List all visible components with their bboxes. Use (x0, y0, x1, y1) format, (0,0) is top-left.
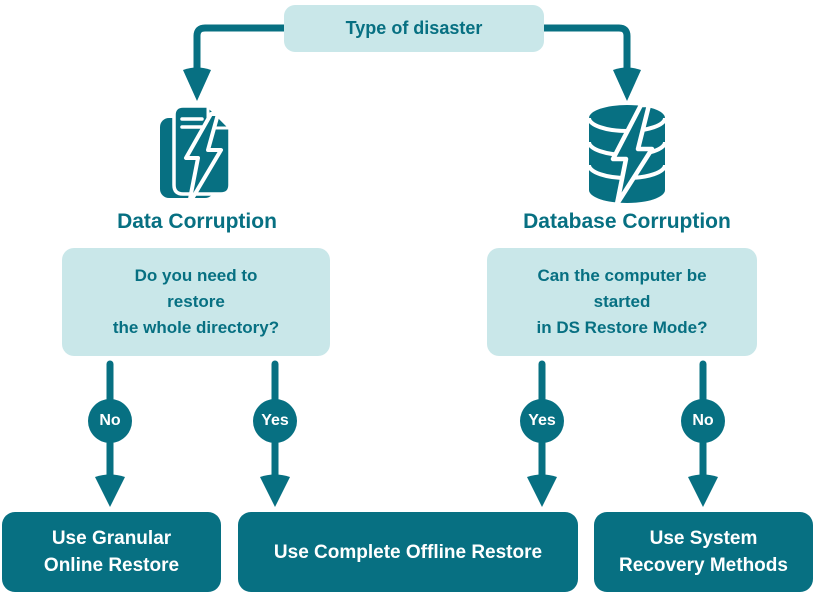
answer-label: No (99, 412, 121, 429)
arrowhead-result-3 (688, 474, 718, 507)
question-line: restore (167, 292, 225, 311)
answer-circle-yes-right: Yes (520, 399, 564, 443)
result-box-system-recovery-methods: Use System Recovery Methods (594, 512, 813, 592)
connector-top-left (193, 24, 284, 72)
arrowhead-result-2a (260, 474, 290, 507)
answer-label: Yes (528, 412, 556, 429)
type-of-disaster-label: Type of disaster (345, 18, 483, 38)
branch-label-database-corruption: Database Corruption (523, 210, 731, 233)
result-box-complete-offline-restore: Use Complete Offline Restore (238, 512, 578, 592)
result-line: Recovery Methods (619, 555, 788, 576)
question-box-database-corruption: Can the computer be started in DS Restor… (487, 248, 757, 356)
type-of-disaster-box: Type of disaster (284, 5, 544, 52)
question-line: Do you need to (134, 266, 258, 285)
branch-label-data-corruption: Data Corruption (117, 210, 277, 233)
result-line: Use Complete Offline Restore (273, 541, 543, 563)
question-box-data-corruption: Do you need to restore the whole directo… (62, 248, 330, 356)
document-lightning-icon (158, 102, 238, 213)
result-box-granular-online-restore: Use Granular Online Restore (2, 512, 221, 592)
question-line: in DS Restore Mode? (536, 318, 708, 337)
database-lightning-icon (586, 101, 668, 212)
answer-label: No (692, 412, 714, 429)
result-line: Online Restore (43, 555, 180, 576)
answer-circle-no-left: No (88, 399, 132, 443)
question-line: Can the computer be (537, 266, 707, 285)
answer-label: Yes (261, 412, 289, 429)
arrowhead-left-icon (183, 67, 211, 101)
arrowhead-result-2b (527, 474, 557, 507)
question-line: the whole directory? (112, 318, 280, 337)
answer-circle-no-right: No (681, 399, 725, 443)
result-line: Use System (649, 528, 758, 549)
arrowhead-result-1 (95, 474, 125, 507)
arrowhead-right-icon (613, 67, 641, 101)
result-line: Use Granular (51, 528, 172, 549)
question-line: started (593, 292, 651, 311)
connector-top-right (544, 24, 631, 72)
answer-circle-yes-left: Yes (253, 399, 297, 443)
